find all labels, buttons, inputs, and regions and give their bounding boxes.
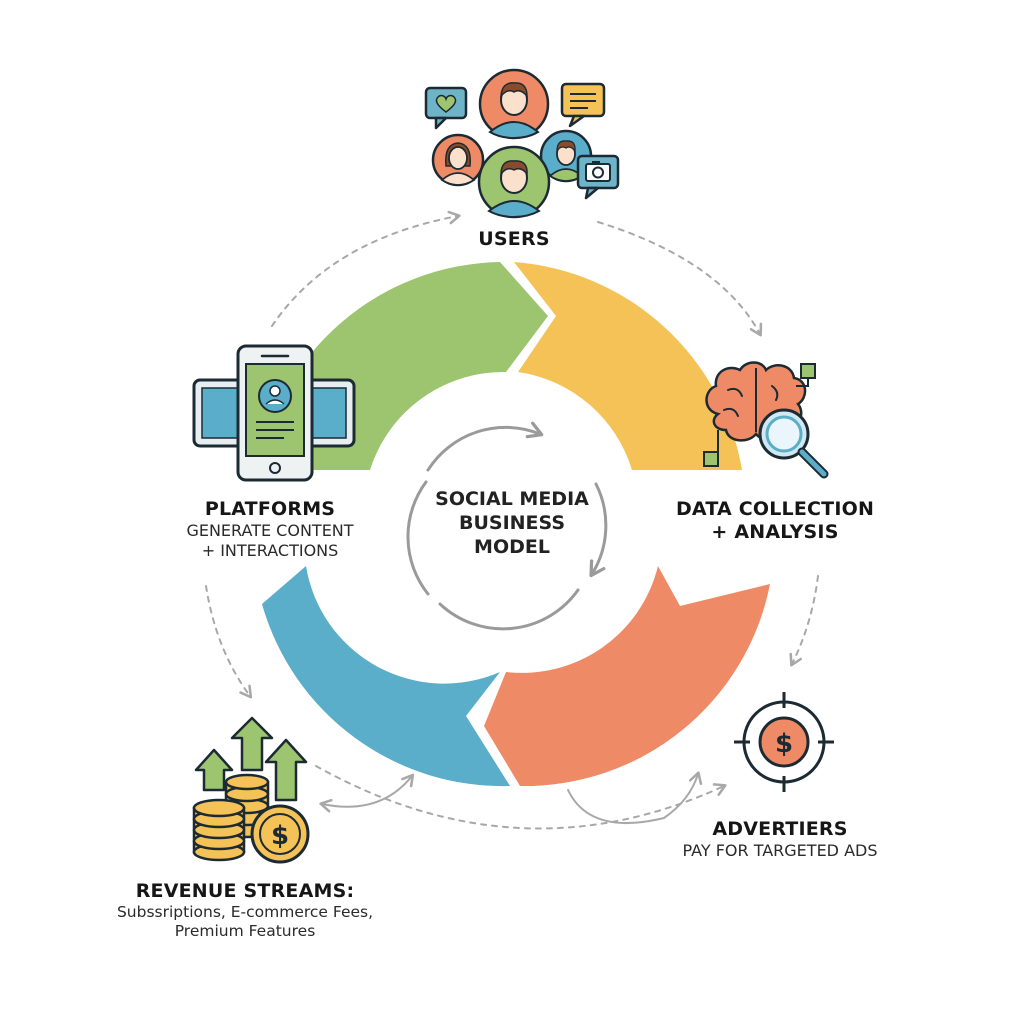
revenue-sub-1: Subssriptions, E-commerce Fees, xyxy=(116,903,374,922)
data-collection-label: DATA COLLECTION + ANALYSIS xyxy=(660,498,890,544)
center-title-line-2: BUSINESS xyxy=(458,511,566,534)
target-dollar-icon: $ xyxy=(734,692,834,792)
inner-cycle-arrows xyxy=(406,421,608,631)
chat-bubble-icon xyxy=(560,82,606,128)
brain-magnifier-icon xyxy=(703,361,829,479)
users-title: USERS xyxy=(478,228,550,250)
flow-arrow-data-to-advertisers xyxy=(789,575,819,667)
svg-text:$: $ xyxy=(271,821,289,851)
solid-exchange-arrows xyxy=(319,771,703,825)
avatar-left-icon xyxy=(431,133,485,187)
camera-bubble-icon xyxy=(576,154,620,200)
platforms-title: PLATFORMS xyxy=(204,498,336,520)
center-title: SOCIAL MEDIA BUSINESS MODEL xyxy=(412,488,612,559)
flow-arrow-platforms-to-revenue xyxy=(205,585,253,699)
center-title-line-3: MODEL xyxy=(474,535,550,558)
inner-arrow-right xyxy=(589,482,608,578)
ring-segment-orange xyxy=(484,566,770,787)
coins-growth-icon: $ xyxy=(192,716,310,864)
outer-flow-arrows xyxy=(205,210,819,830)
avatar-top-icon xyxy=(478,68,550,140)
ring-segment-yellow xyxy=(514,262,742,470)
exchange-arrow-revenue xyxy=(319,773,415,813)
platforms-sub-2: + INTERACTIONS xyxy=(201,540,339,560)
heart-bubble-icon xyxy=(424,86,468,130)
revenue-label: REVENUE STREAMS: Subssriptions, E-commer… xyxy=(80,880,410,941)
users-icon xyxy=(424,68,620,219)
platforms-sub-1: GENERATE CONTENT xyxy=(186,521,354,541)
advertisers-label: ADVERTIERS PAY FOR TARGETED ADS xyxy=(650,818,910,861)
inner-arrow-top xyxy=(426,421,544,472)
flow-arrow-bottom-loop xyxy=(315,765,727,830)
flow-arrow-users-to-data xyxy=(597,221,763,337)
ring-segment-blue xyxy=(262,566,510,787)
advertisers-title: ADVERTIERS xyxy=(712,818,848,840)
revenue-title: REVENUE STREAMS: xyxy=(135,880,355,902)
inner-arrow-bottom xyxy=(438,588,580,631)
flow-arrow-platforms-to-users xyxy=(271,210,461,327)
users-label: USERS xyxy=(424,228,604,251)
center-title-line-1: SOCIAL MEDIA xyxy=(435,488,589,510)
data-title-2: + ANALYSIS xyxy=(711,521,839,544)
platforms-label: PLATFORMS GENERATE CONTENT + INTERACTION… xyxy=(160,498,380,560)
revenue-sub-2: Premium Features xyxy=(174,922,316,941)
avatar-center-icon xyxy=(477,145,551,219)
exchange-arrow-advertisers xyxy=(567,771,703,825)
data-title-1: DATA COLLECTION xyxy=(675,498,875,520)
svg-text:$: $ xyxy=(775,729,793,759)
advertisers-sub: PAY FOR TARGETED ADS xyxy=(682,841,878,861)
inner-arrow-left xyxy=(406,480,430,596)
platforms-devices-icon xyxy=(192,344,356,482)
